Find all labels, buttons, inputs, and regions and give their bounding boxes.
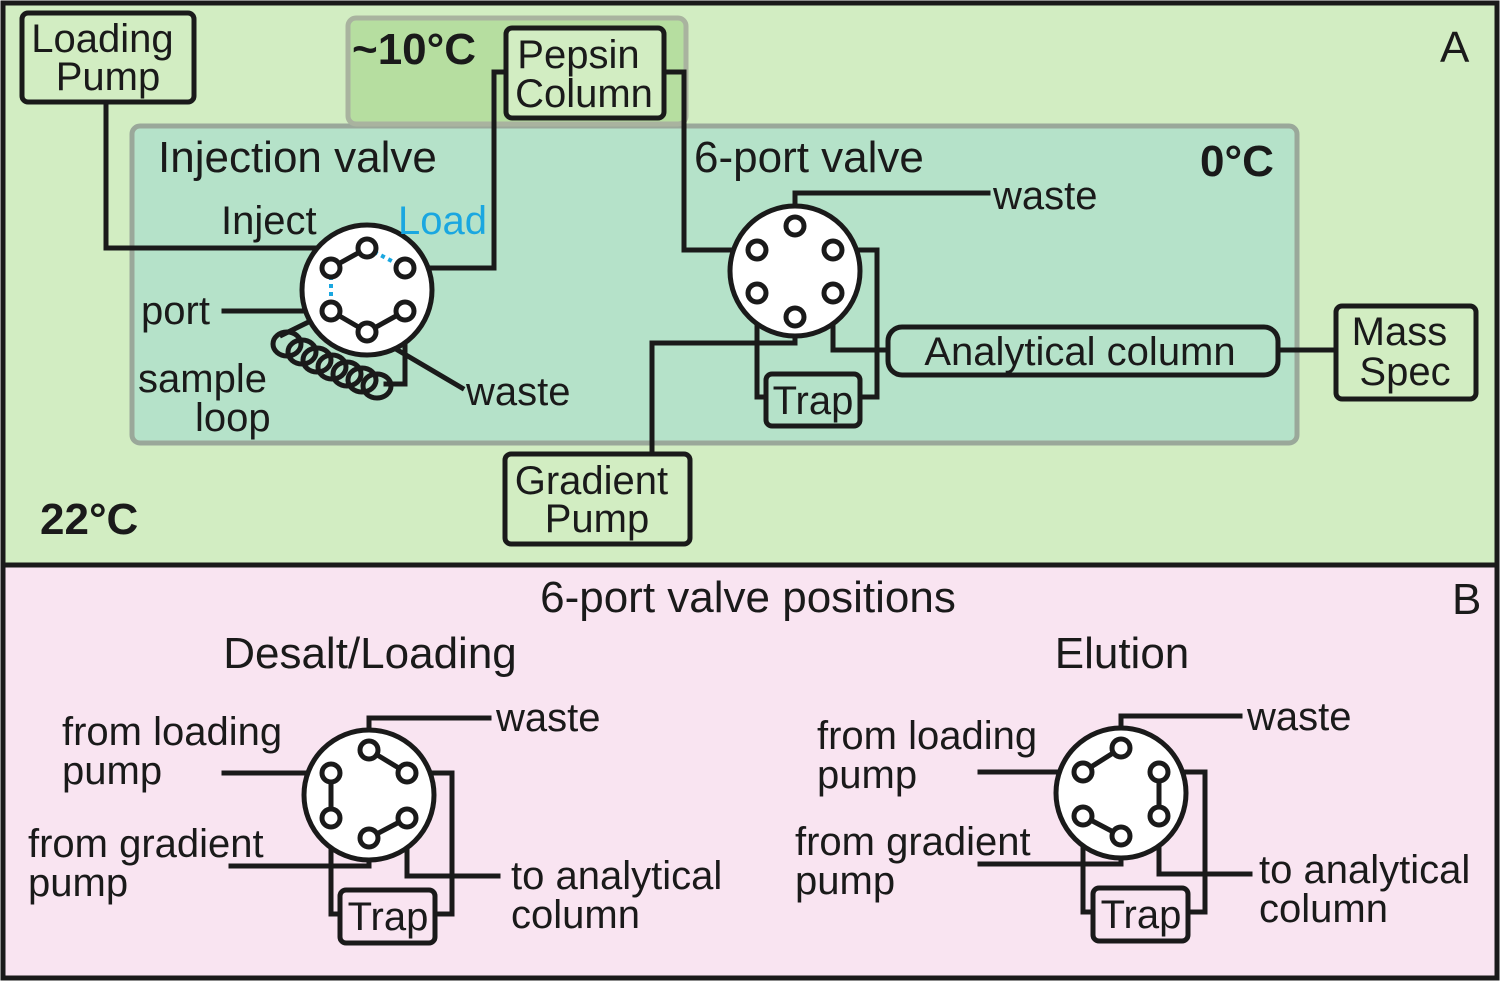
panel-a-label: A bbox=[1440, 23, 1470, 72]
desalt-to-analytical-label: to analytical column bbox=[511, 854, 733, 937]
port bbox=[783, 214, 807, 238]
analytical-column: Analytical column bbox=[885, 324, 1281, 378]
desalt-loading-diagram: Desalt/Loading Trap from loading bbox=[28, 629, 733, 946]
elution-trap: Trap bbox=[1090, 885, 1191, 944]
pepsin-column: Pepsin Column bbox=[503, 25, 667, 121]
port bbox=[393, 299, 417, 323]
six-port-valve bbox=[727, 203, 863, 339]
port bbox=[783, 305, 807, 329]
cool-zone-temperature: ~10°C bbox=[352, 25, 476, 74]
cold-zone-temperature: 0°C bbox=[1200, 137, 1274, 186]
desalt-waste-label: waste bbox=[495, 696, 601, 740]
load-label: Load bbox=[398, 199, 487, 243]
svg-text:Trap: Trap bbox=[773, 379, 854, 423]
port bbox=[319, 299, 343, 323]
elution-diagram: Elution Trap from loading pump bbox=[795, 629, 1481, 944]
six-port-valve-title: 6-port valve bbox=[694, 133, 924, 182]
svg-text:Mass Spec: Mass Spec bbox=[1352, 310, 1459, 394]
elution-to-analytical-label: to analytical column bbox=[1259, 848, 1481, 931]
port bbox=[1109, 824, 1133, 848]
port bbox=[319, 761, 343, 785]
injection-valve-title: Injection valve bbox=[158, 133, 437, 182]
port bbox=[393, 256, 417, 280]
sample-loop-label: sample loop bbox=[138, 357, 278, 440]
desalt-trap: Trap bbox=[337, 887, 438, 946]
mass-spec: Mass Spec bbox=[1333, 303, 1479, 402]
port bbox=[357, 738, 381, 762]
panel-b-label: B bbox=[1452, 575, 1481, 624]
elution-waste-label: waste bbox=[1246, 695, 1352, 739]
port bbox=[745, 238, 769, 262]
injection-valve bbox=[299, 222, 435, 358]
port bbox=[355, 320, 379, 344]
port bbox=[1147, 760, 1171, 784]
port-label: port bbox=[141, 289, 210, 333]
svg-text:Gradient Pump: Gradient Pump bbox=[515, 459, 680, 541]
port bbox=[821, 238, 845, 262]
inject-label: Inject bbox=[221, 199, 317, 243]
room-temperature: 22°C bbox=[40, 495, 138, 544]
elution-from-loading-label: from loading pump bbox=[817, 714, 1048, 797]
desalt-from-loading-label: from loading pump bbox=[62, 710, 293, 793]
desalt-from-gradient-label: from gradient pump bbox=[28, 822, 275, 905]
gradient-pump: Gradient Pump bbox=[502, 451, 693, 547]
desalt-loading-title: Desalt/Loading bbox=[223, 629, 517, 678]
elution-title: Elution bbox=[1055, 629, 1190, 678]
port bbox=[745, 281, 769, 305]
six-port-valve-body bbox=[727, 203, 863, 339]
port bbox=[821, 281, 845, 305]
svg-text:Pepsin Column: Pepsin Column bbox=[515, 33, 653, 116]
port bbox=[1071, 804, 1095, 828]
six-port-waste-label: waste bbox=[992, 174, 1098, 218]
svg-text:Analytical column: Analytical column bbox=[924, 330, 1235, 374]
svg-text:Loading Pump: Loading Pump bbox=[31, 17, 185, 99]
loading-pump: Loading Pump bbox=[19, 10, 197, 105]
injection-waste-label: waste bbox=[465, 370, 571, 414]
port bbox=[319, 806, 343, 830]
panel-b-title: 6-port valve positions bbox=[540, 573, 956, 622]
port bbox=[395, 806, 419, 830]
trap-column: Trap bbox=[763, 371, 863, 429]
port bbox=[1147, 804, 1171, 828]
port bbox=[357, 826, 381, 850]
panel-a: A 22°C ~10°C 0°C bbox=[0, 0, 1500, 568]
port bbox=[395, 761, 419, 785]
port bbox=[1071, 760, 1095, 784]
panel-b: B 6-port valve positions Desalt/Loading bbox=[0, 562, 1500, 981]
svg-text:Trap: Trap bbox=[1101, 893, 1182, 937]
port bbox=[355, 236, 379, 260]
port bbox=[1109, 736, 1133, 760]
elution-from-gradient-label: from gradient pump bbox=[795, 820, 1042, 903]
svg-text:Trap: Trap bbox=[348, 895, 429, 939]
port bbox=[319, 256, 343, 280]
